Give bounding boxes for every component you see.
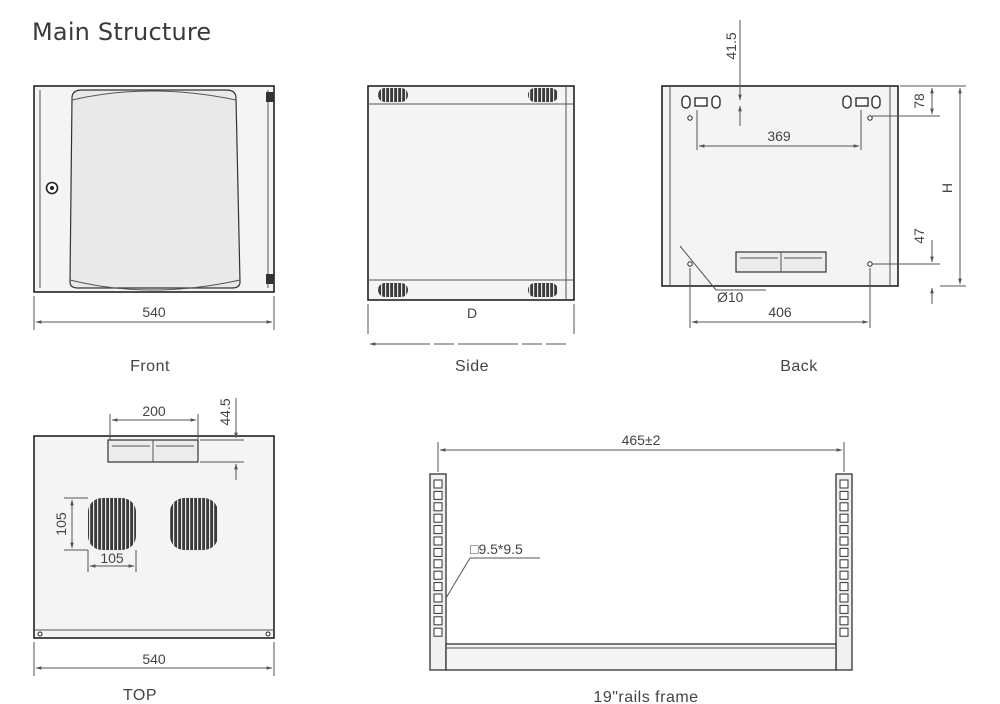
rail-square-hole-icon <box>433 582 443 592</box>
side-vent-bottom-left-icon <box>378 283 408 297</box>
rail-square-hole-icon <box>433 604 443 614</box>
side-cabinet-body <box>367 85 575 301</box>
back-hole-top-left-icon <box>687 115 693 121</box>
front-hinge-top-icon <box>266 92 274 102</box>
back-caption: Back <box>780 358 818 375</box>
rail-square-hole-icon <box>839 536 849 546</box>
rail-square-hole-icon <box>839 627 849 637</box>
top-caption: TOP <box>123 687 157 704</box>
top-corner-right-icon <box>265 631 271 637</box>
top-view: 200 44.5 105 105 540 TOP <box>33 398 275 704</box>
rail-square-hole-icon <box>433 502 443 512</box>
rail-square-hole-icon <box>433 627 443 637</box>
rail-square-hole-icon <box>839 502 849 512</box>
top-corner-left-icon <box>37 631 43 637</box>
back-hole-leader <box>679 245 717 291</box>
side-cabinet-outline <box>367 85 575 301</box>
rail-square-hole-icon <box>433 490 443 500</box>
rail-square-hole-icon <box>433 536 443 546</box>
top-fan-left-icon <box>88 498 136 550</box>
top-dim-540-label: 540 <box>142 651 166 667</box>
back-dim-369-label: 369 <box>767 128 791 144</box>
back-slot-1-icon <box>694 97 708 107</box>
side-vent-bottom-right-icon <box>528 283 558 297</box>
front-door-curve-bottom <box>69 279 241 291</box>
top-cabinet-outline <box>33 435 275 639</box>
front-lock-core-icon <box>50 186 54 190</box>
back-dim-47-label: 47 <box>911 228 927 244</box>
front-cabinet-outline <box>33 85 275 293</box>
back-hole-top-right-icon <box>867 115 873 121</box>
front-view: 540 Front <box>33 85 275 375</box>
rail-square-hole-icon <box>433 547 443 557</box>
back-keyhole-2-icon <box>711 95 721 109</box>
side-view: D Side <box>367 85 575 375</box>
rail-square-hole-icon <box>839 593 849 603</box>
back-keyhole-3-icon <box>842 95 852 109</box>
rails-view: 465±2 □9.5*9.5 19"rails frame <box>429 432 853 704</box>
rails-square-leader <box>445 557 471 599</box>
front-door-panel <box>69 89 241 289</box>
rail-square-hole-icon <box>433 570 443 580</box>
rail-square-hole-icon <box>839 547 849 557</box>
back-dim-78-label: 78 <box>911 93 927 109</box>
top-dim-105h-label: 105 <box>100 550 124 566</box>
page-title: Main Structure <box>32 18 212 46</box>
back-cabinet-outline <box>661 85 899 287</box>
back-hole-label: Ø10 <box>717 289 744 305</box>
rail-square-hole-icon <box>433 559 443 569</box>
back-dim-406-label: 406 <box>768 304 792 320</box>
rail-square-hole-icon <box>839 479 849 489</box>
back-keyhole-4-icon <box>871 95 881 109</box>
rail-square-hole-icon <box>839 559 849 569</box>
top-dim-105v-label: 105 <box>53 512 69 536</box>
top-dim-200-label: 200 <box>142 403 166 419</box>
side-caption: Side <box>455 358 489 375</box>
rail-square-hole-icon <box>433 479 443 489</box>
top-dim-445-label: 44.5 <box>217 398 233 425</box>
rail-square-hole-icon <box>839 604 849 614</box>
side-vent-top-left-icon <box>378 88 408 102</box>
back-hole-bottom-left-icon <box>687 261 693 267</box>
rail-square-hole-icon <box>433 513 443 523</box>
rail-square-hole-icon <box>839 570 849 580</box>
front-caption: Front <box>130 358 170 375</box>
rail-square-hole-icon <box>839 490 849 500</box>
rail-square-hole-icon <box>839 525 849 535</box>
rail-square-hole-icon <box>433 593 443 603</box>
back-dim-h-label: H <box>939 183 955 193</box>
back-slot-2-icon <box>855 97 869 107</box>
rails-square-label: □9.5*9.5 <box>470 541 523 557</box>
back-dim-415-label: 41.5 <box>723 32 739 59</box>
rails-caption: 19"rails frame <box>593 689 698 704</box>
back-keyhole-1-icon <box>681 95 691 109</box>
rails-dim-465-label: 465±2 <box>622 432 661 448</box>
front-width-label: 540 <box>142 304 166 320</box>
front-door-curve-top <box>71 90 237 101</box>
side-depth-label: D <box>467 305 477 321</box>
top-cabinet-body <box>33 435 275 639</box>
top-fan-right-icon <box>170 498 218 550</box>
side-vent-top-right-icon <box>528 88 558 102</box>
front-hinge-bottom-icon <box>266 274 274 284</box>
rail-square-hole-icon <box>839 616 849 626</box>
rail-square-hole-icon <box>433 616 443 626</box>
back-hole-bottom-right-icon <box>867 261 873 267</box>
rails-holes <box>433 479 849 637</box>
rail-square-hole-icon <box>839 513 849 523</box>
rail-square-hole-icon <box>839 582 849 592</box>
back-view: 41.5 369 78 H 47 Ø10 406 Back <box>661 20 966 375</box>
rail-square-hole-icon <box>433 525 443 535</box>
